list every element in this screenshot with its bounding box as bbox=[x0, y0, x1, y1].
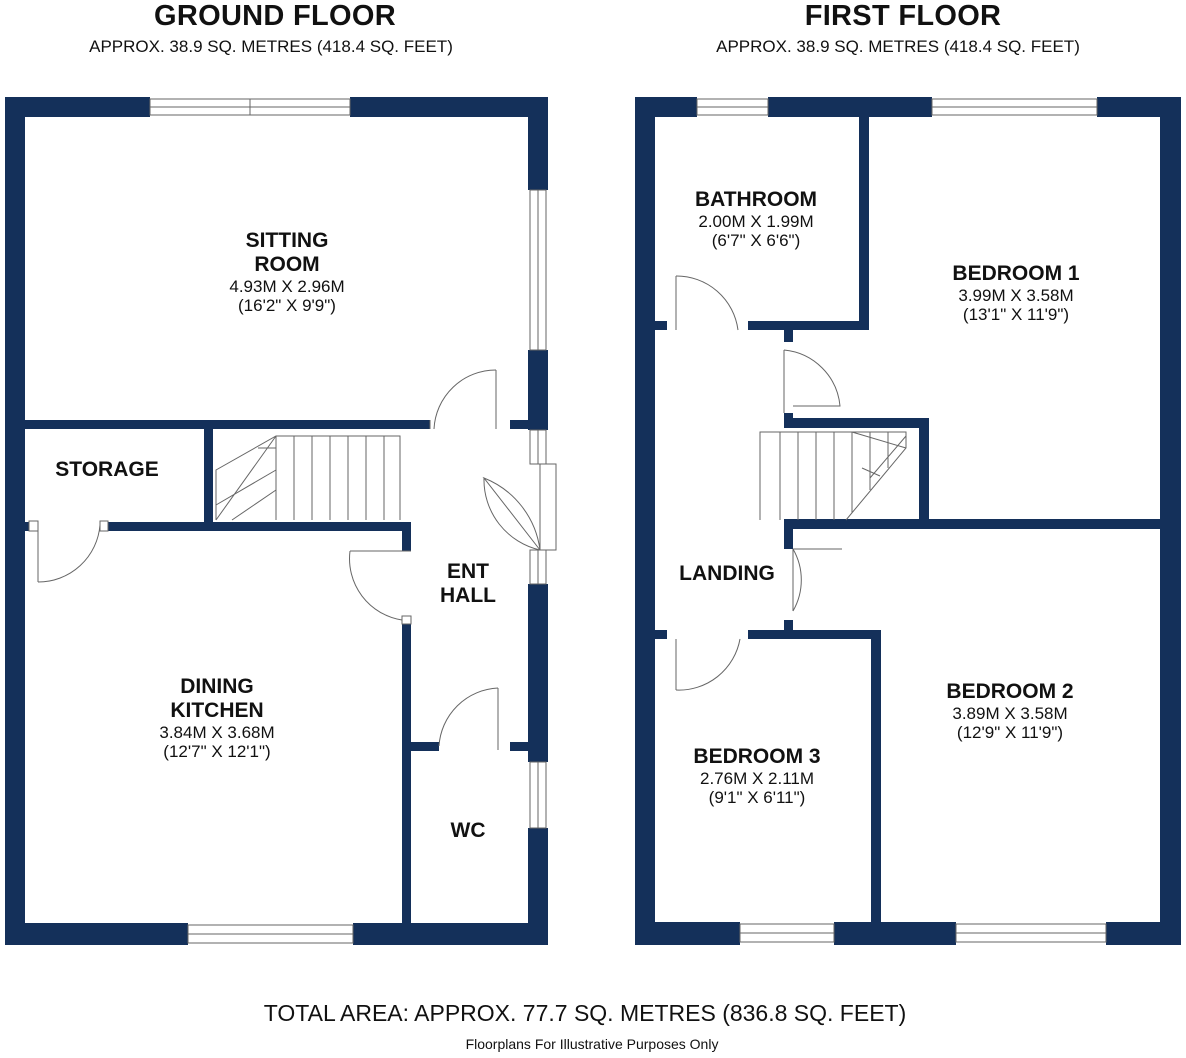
first-floor-area: APPROX. 38.9 SQ. METRES (418.4 SQ. FEET) bbox=[716, 37, 1080, 56]
total-area: TOTAL AREA: APPROX. 77.7 SQ. METRES (836… bbox=[263, 1000, 907, 1026]
ground-wall-kitchen-top-left bbox=[25, 522, 29, 531]
ground-wall-wc-top-left bbox=[411, 742, 439, 751]
sitting-room-imperial: (16'2" X 9'9") bbox=[238, 296, 336, 315]
room-landing: LANDING bbox=[679, 562, 775, 585]
ground-door-storage bbox=[28, 520, 109, 583]
first-window-bathroom bbox=[696, 98, 769, 116]
first-door-bedroom-2 bbox=[792, 548, 842, 612]
bedroom-1-name: BEDROOM 1 bbox=[952, 262, 1080, 285]
room-wc: WC bbox=[450, 819, 486, 842]
ground-floor-area: APPROX. 38.9 SQ. METRES (418.4 SQ. FEET) bbox=[89, 37, 453, 56]
ground-wall-bottom-right bbox=[353, 923, 548, 945]
ground-wall-right-1 bbox=[528, 97, 548, 190]
ground-front-door bbox=[482, 463, 557, 551]
first-wall-bed2-top bbox=[784, 519, 1160, 529]
dining-kitchen-imperial: (12'7" X 12'1") bbox=[163, 742, 271, 761]
first-wall-bed3-top-left bbox=[655, 630, 667, 639]
ground-wall-wc-top-right bbox=[510, 742, 528, 751]
first-door-bedroom-3 bbox=[675, 638, 741, 691]
first-wall-bath-stub bbox=[784, 330, 793, 342]
disclaimer: Floorplans For Illustrative Purposes Onl… bbox=[465, 1036, 719, 1052]
room-bedroom-2: BEDROOM 2 3.89M X 3.58M (12'9" X 11'9") bbox=[946, 680, 1073, 742]
ground-staircase bbox=[215, 435, 401, 521]
ground-door-kitchen bbox=[349, 550, 412, 625]
bedroom-2-imperial: (12'9" X 11'9") bbox=[956, 723, 1064, 742]
bathroom-name: BATHROOM bbox=[694, 188, 818, 211]
room-sitting-room: SITTING ROOM 4.93M X 2.96M (16'2" X 9'9"… bbox=[229, 229, 344, 315]
first-wall-bottom-1 bbox=[635, 922, 740, 945]
first-wall-bed3-right bbox=[871, 630, 881, 922]
ground-window-bottom bbox=[187, 924, 354, 944]
ground-wall-right-4 bbox=[528, 828, 548, 945]
sitting-room-name-1: SITTING bbox=[245, 229, 329, 252]
sitting-room-metric: 4.93M X 2.96M bbox=[229, 277, 345, 296]
ent-hall-name-2: HALL bbox=[440, 584, 496, 607]
first-wall-bath-right bbox=[859, 117, 869, 330]
first-wall-right bbox=[1160, 97, 1181, 945]
first-window-bedroom-2 bbox=[955, 923, 1107, 943]
bedroom-2-metric: 3.89M X 3.58M bbox=[952, 704, 1068, 723]
first-staircase bbox=[759, 431, 907, 521]
ground-wall-right-3 bbox=[528, 584, 548, 762]
ground-wall-bottom-left bbox=[5, 923, 188, 945]
room-ent-hall: ENT HALL bbox=[440, 560, 496, 608]
dining-kitchen-name-2: KITCHEN bbox=[170, 699, 264, 722]
sitting-room-name-2: ROOM bbox=[254, 253, 320, 276]
first-window-bedroom-1 bbox=[931, 98, 1098, 116]
ground-window-top bbox=[149, 98, 351, 116]
first-wall-top-2 bbox=[768, 97, 932, 117]
first-wall-bath-bottom bbox=[748, 321, 869, 330]
ground-wall-right-2 bbox=[528, 350, 548, 430]
ground-wall-hall-stub bbox=[402, 531, 411, 551]
ground-wall-top-left bbox=[5, 97, 150, 117]
first-door-bathroom bbox=[675, 275, 739, 331]
bedroom-3-name: BEDROOM 3 bbox=[693, 745, 821, 768]
room-bedroom-3: BEDROOM 3 2.76M X 2.11M (9'1" X 6'11") bbox=[693, 745, 820, 807]
ground-wall-top-right bbox=[350, 97, 548, 117]
ground-wall-kitchen-top bbox=[108, 522, 411, 531]
bathroom-imperial: (6'7" X 6'6") bbox=[711, 231, 801, 250]
ground-window-right-wc bbox=[529, 761, 547, 829]
first-wall-bed2-left-stub bbox=[784, 529, 793, 549]
bedroom-1-imperial: (13'1" X 11'9") bbox=[962, 305, 1070, 324]
bedroom-3-metric: 2.76M X 2.11M bbox=[699, 769, 815, 788]
room-dining-kitchen: DINING KITCHEN 3.84M X 3.68M (12'7" X 12… bbox=[159, 675, 274, 761]
bathroom-metric: 2.00M X 1.99M bbox=[698, 212, 814, 231]
room-bathroom: BATHROOM 2.00M X 1.99M (6'7" X 6'6") bbox=[695, 188, 817, 250]
ground-wall-storage-right bbox=[204, 429, 213, 523]
ground-window-right-hall bbox=[529, 429, 547, 585]
first-wall-stair-top bbox=[784, 418, 929, 428]
first-wall-bed3-top bbox=[748, 630, 880, 639]
ground-floor-title: GROUND FLOOR bbox=[153, 0, 397, 32]
ground-door-sitting bbox=[429, 369, 497, 430]
first-floor-title: FIRST FLOOR bbox=[804, 0, 1002, 32]
bedroom-1-metric: 3.99M X 3.58M bbox=[958, 286, 1074, 305]
first-wall-bottom-2 bbox=[834, 922, 956, 945]
ground-door-wc bbox=[438, 687, 499, 750]
ground-wall-left bbox=[5, 97, 25, 945]
ground-wall-kitchen-right bbox=[402, 624, 411, 923]
first-wall-left bbox=[635, 97, 655, 945]
first-wall-stair-right bbox=[919, 418, 929, 523]
first-window-bedroom-3 bbox=[739, 923, 835, 943]
dining-kitchen-name-1: DINING bbox=[180, 675, 254, 698]
ground-wall-sitting-bottom-right bbox=[510, 420, 528, 429]
ground-floor-plan bbox=[5, 97, 557, 945]
bedroom-3-imperial: (9'1" X 6'11") bbox=[708, 788, 806, 807]
room-bedroom-1: BEDROOM 1 3.99M X 3.58M (13'1" X 11'9") bbox=[952, 262, 1079, 324]
ent-hall-name-1: ENT bbox=[447, 560, 489, 583]
ground-window-right-sitting bbox=[529, 189, 547, 351]
ground-wall-sitting-bottom bbox=[25, 420, 430, 429]
first-wall-bottom-3 bbox=[1106, 922, 1181, 945]
first-door-bedroom-1 bbox=[783, 349, 841, 413]
first-floor-plan bbox=[635, 97, 1181, 945]
bedroom-2-name: BEDROOM 2 bbox=[946, 680, 1074, 703]
room-storage: STORAGE bbox=[55, 458, 159, 481]
first-wall-bath-bottom-left bbox=[655, 321, 667, 330]
first-wall-bed3-stub bbox=[784, 620, 793, 632]
dining-kitchen-metric: 3.84M X 3.68M bbox=[159, 723, 275, 742]
